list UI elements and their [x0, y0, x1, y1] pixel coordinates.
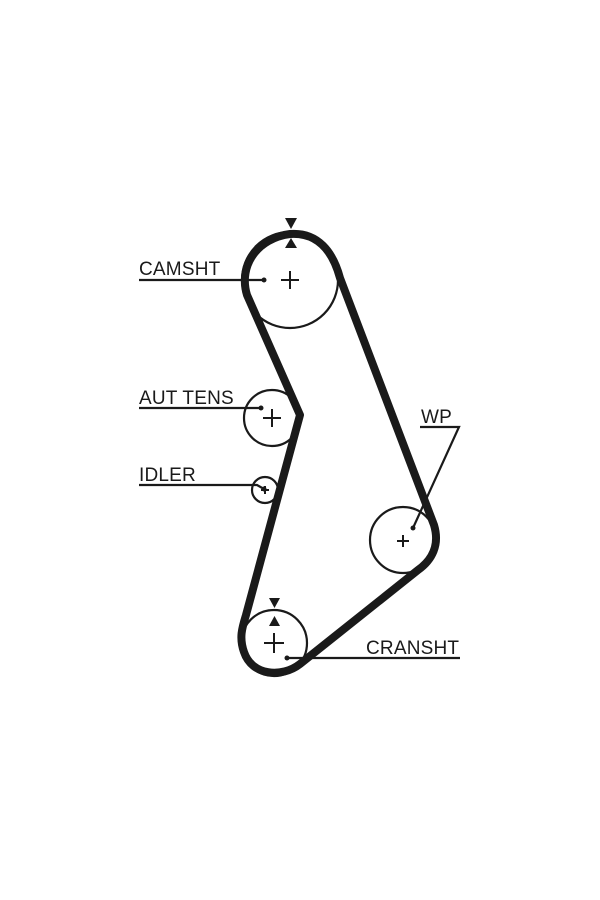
crankshaft-timing-mark-inner-icon: [269, 616, 280, 626]
label-water-pump: WP: [421, 407, 452, 428]
camshaft-center-icon: [281, 271, 299, 289]
crankshaft-timing-mark-outer-icon: [269, 598, 280, 608]
label-crankshaft: CRANSHT: [366, 638, 459, 659]
tensioner-center-icon: [263, 409, 281, 427]
timing-belt: [237, 229, 440, 677]
camshaft-timing-mark-inner-icon: [285, 238, 297, 248]
crankshaft-center-icon: [264, 633, 284, 653]
camshaft-leader: [139, 277, 267, 283]
water-pump-leader: [410, 425, 461, 531]
label-camshaft: CAMSHT: [139, 259, 221, 280]
camshaft-timing-mark-outer-icon: [285, 218, 297, 229]
idler-leader: [139, 483, 267, 492]
crankshaft-leader: [284, 655, 460, 661]
label-idler: IDLER: [139, 465, 196, 486]
tensioner-leader: [139, 405, 264, 411]
label-tensioner: AUT TENS: [139, 388, 234, 409]
water-pump-center-icon: [397, 535, 409, 547]
